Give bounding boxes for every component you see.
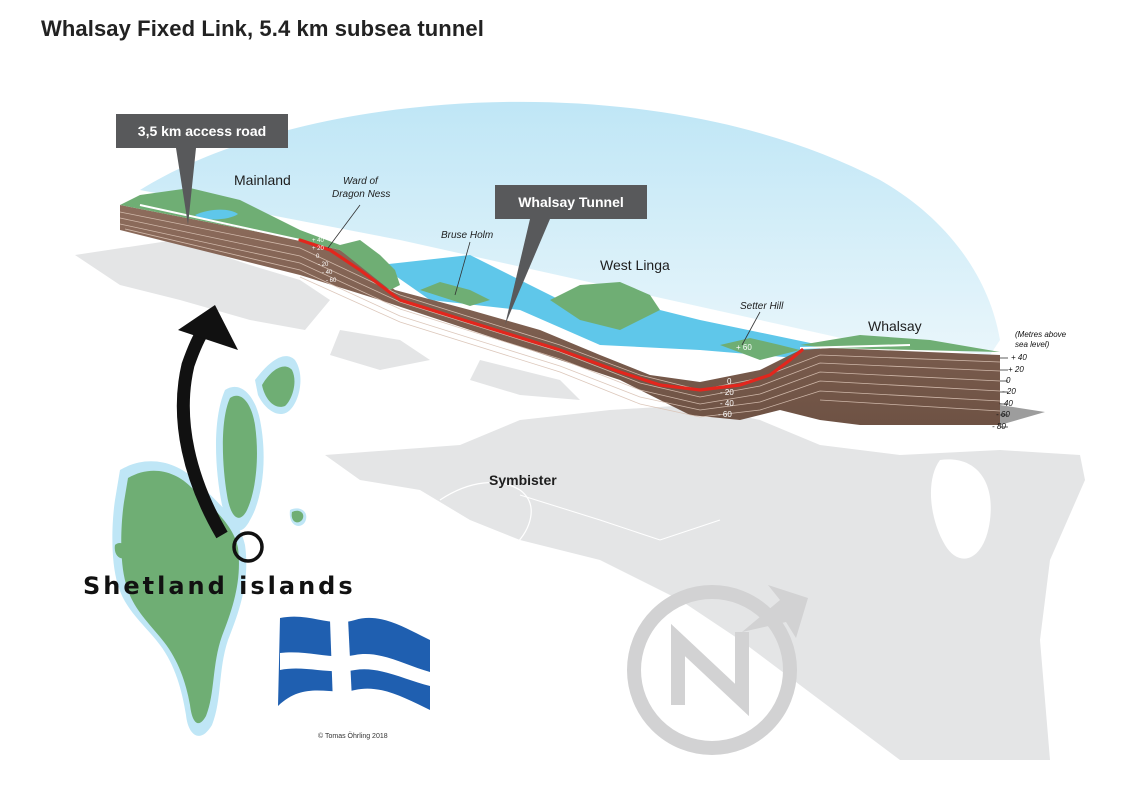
background-map: [75, 240, 1085, 760]
tunnel-line: [298, 238, 804, 392]
copyright-text: © Tomas Öhrling 2018: [318, 733, 388, 740]
location-circle-icon: [232, 531, 264, 563]
inner-scale-left: 0: [316, 254, 320, 260]
ward-leader-line: [327, 204, 361, 249]
scale-tick-label: - 20: [1002, 387, 1016, 396]
inner-scale-left: - 20: [318, 262, 329, 268]
scale-tick-label: - 60: [996, 410, 1010, 419]
scale-caption-line1: (Metres above: [1015, 330, 1067, 339]
tunnel-callout: Whalsay Tunnel: [495, 185, 647, 219]
inner-scale-left: + 60: [312, 230, 324, 236]
inner-scale-right: - 20: [720, 388, 734, 397]
scale-ticks: [1000, 357, 1008, 428]
inner-scale-left: + 40: [312, 238, 324, 244]
inner-scale-left: + 20: [312, 246, 324, 252]
label-mainland: Mainland: [234, 172, 291, 188]
inner-scale-left: - 40: [322, 270, 333, 276]
inner-scale-right: - 60: [718, 410, 732, 419]
scale-tick-label: - 40: [999, 399, 1013, 408]
shetland-flag-icon: [278, 616, 430, 710]
scale-tick-label: + 40: [1011, 353, 1027, 362]
inner-scale-right: + 40: [730, 354, 746, 363]
label-bruse-holm: Bruse Holm: [441, 230, 494, 241]
road-callout-pointer: [176, 148, 196, 225]
cross-section-block: [119, 188, 1045, 425]
sky-glow: [140, 101, 1000, 355]
label-ward-line1: Ward of: [343, 176, 378, 187]
label-symbister: Symbister: [489, 472, 557, 488]
shetland-islands-label: Shetland islands: [83, 572, 356, 600]
scale-tick-label: 0: [1006, 376, 1011, 385]
shetland-map: [112, 356, 307, 736]
inner-scale-right: + 20: [724, 365, 740, 374]
label-setter-hill: Setter Hill: [740, 301, 784, 312]
inner-scale-right: 0: [727, 377, 732, 386]
north-compass-icon: [627, 585, 808, 755]
access-road-callout: 3,5 km access road: [116, 114, 288, 148]
inner-scale-left: - 60: [326, 278, 337, 284]
bruse-leader-line: [454, 241, 471, 296]
curved-arrow-icon: [176, 305, 238, 539]
scale-tick-label: + 20: [1008, 365, 1024, 374]
label-ward-line2: Dragon Ness: [332, 189, 391, 200]
label-whalsay: Whalsay: [868, 318, 922, 334]
inner-scale-right: + 60: [736, 343, 752, 352]
scale-caption-line2: sea level): [1015, 340, 1050, 349]
setter-leader-line: [741, 311, 761, 346]
tunnel-callout-pointer: [505, 219, 550, 325]
label-west-linga: West Linga: [600, 257, 670, 273]
page-title: Whalsay Fixed Link, 5.4 km subsea tunnel: [41, 16, 484, 41]
inner-scale-right: - 40: [720, 399, 734, 408]
scale-tick-label: - 80: [992, 422, 1006, 431]
